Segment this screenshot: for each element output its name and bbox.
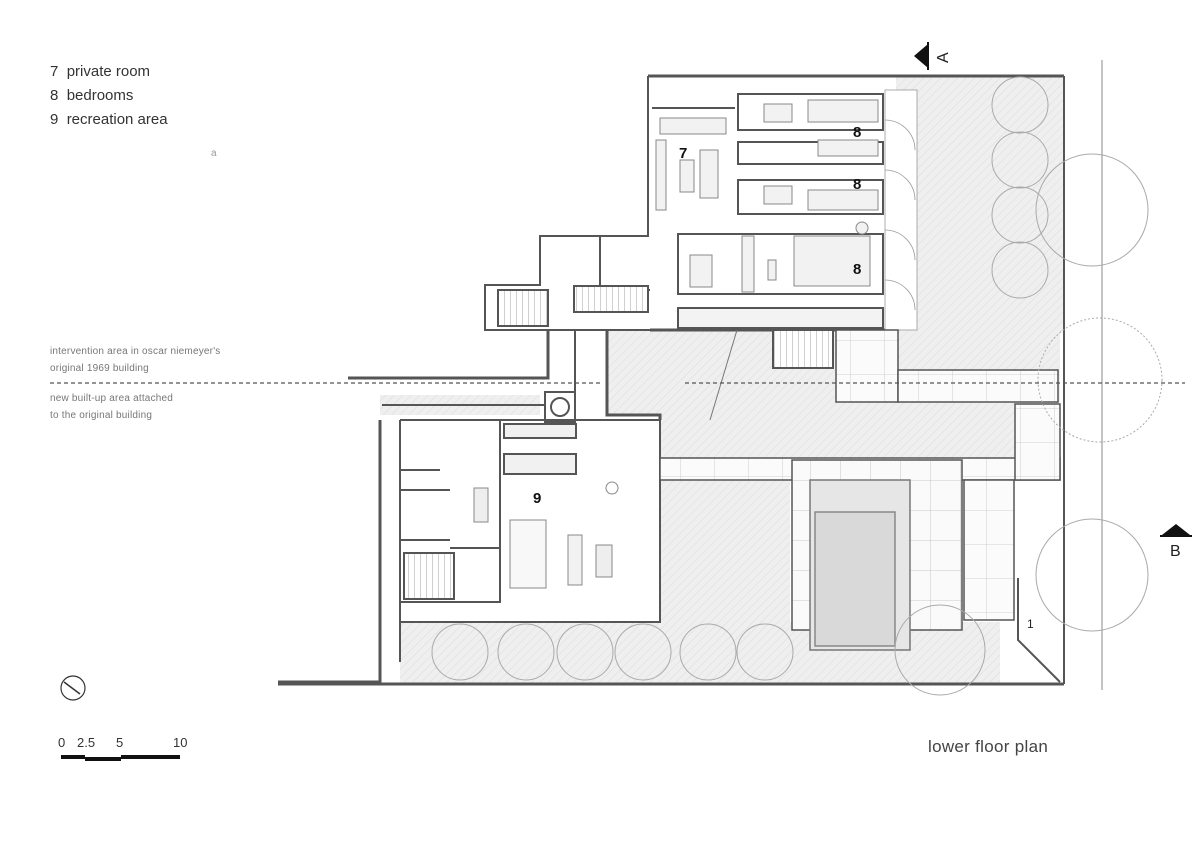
terrace-doors bbox=[884, 89, 918, 331]
room-label-9: 9 bbox=[533, 490, 541, 507]
section-marker-a: A bbox=[914, 42, 952, 70]
room-label-8a: 8 bbox=[853, 124, 861, 141]
east-boundary bbox=[1063, 60, 1103, 690]
upper-furniture bbox=[655, 99, 879, 293]
section-label-a: A bbox=[935, 52, 952, 63]
lower-wing bbox=[278, 419, 1064, 686]
room-label-8b: 8 bbox=[853, 176, 861, 193]
legend: 7 private room 8 bedrooms 9 recreation a… bbox=[50, 60, 168, 132]
plan-title: lower floor plan bbox=[928, 737, 1049, 756]
legend-item-8: 8 bedrooms bbox=[50, 87, 134, 104]
room-label-8c: 8 bbox=[853, 261, 861, 278]
section-label-b: B bbox=[1170, 543, 1181, 560]
north-arrow-icon bbox=[60, 675, 86, 701]
room-label-1: 1 bbox=[1027, 617, 1034, 631]
upper-wing bbox=[484, 74, 1064, 332]
legend-item-9: 9 recreation area bbox=[50, 111, 168, 128]
scale-tick-0: 0 bbox=[58, 735, 66, 750]
scale-tick-5: 5 bbox=[116, 735, 124, 750]
legend-item-7: 7 private room bbox=[50, 63, 151, 80]
scale-tick-10: 10 bbox=[173, 735, 188, 750]
note-new-built-area: new built-up area attached to the origin… bbox=[50, 393, 174, 421]
trees bbox=[431, 76, 1163, 696]
pool-area bbox=[659, 329, 1061, 683]
room-label-7: 7 bbox=[679, 145, 687, 162]
connector bbox=[348, 329, 834, 423]
scale-tick-2-5: 2.5 bbox=[77, 735, 96, 750]
note-intervention-area: intervention area in oscar niemeyer's or… bbox=[50, 346, 221, 374]
scale-bar bbox=[61, 755, 180, 761]
small-mark: a bbox=[211, 148, 217, 159]
section-marker-b: B bbox=[1160, 524, 1192, 560]
